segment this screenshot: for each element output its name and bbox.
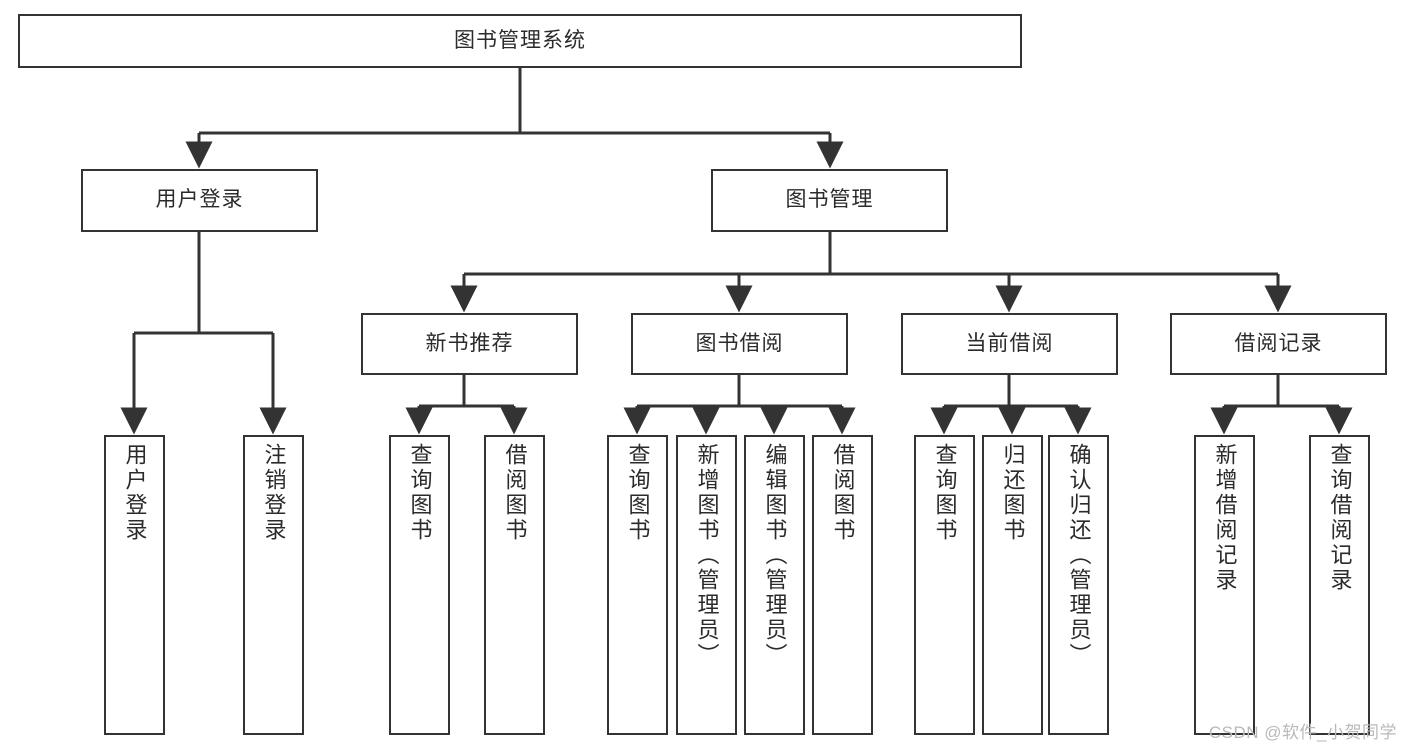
node-leaf-borrow-book-2-label: 借阅图书	[830, 443, 856, 543]
node-user-login-label: 用户登录	[155, 188, 244, 212]
node-leaf-add-book-admin-label: 新增图书（管理员）	[694, 443, 720, 668]
node-leaf-edit-book-admin[interactable]: 编辑图书（管理员）	[744, 435, 805, 735]
node-leaf-query-book-1[interactable]: 查询图书	[389, 435, 450, 735]
node-leaf-query-book-3[interactable]: 查询图书	[914, 435, 975, 735]
node-leaf-borrow-book-1-label: 借阅图书	[502, 443, 528, 543]
csdn-watermark: CSDN @软件_小贺同学	[1208, 723, 1397, 742]
node-leaf-logout[interactable]: 注销登录	[243, 435, 304, 735]
node-leaf-borrow-book-2[interactable]: 借阅图书	[812, 435, 873, 735]
node-current-borrow-label: 当前借阅	[965, 331, 1054, 355]
node-leaf-confirm-return-admin-label: 确认归还（管理员）	[1066, 443, 1092, 668]
node-borrow-record[interactable]: 借阅记录	[1170, 313, 1387, 375]
node-leaf-borrow-book-1[interactable]: 借阅图书	[484, 435, 545, 735]
node-book-manage-label: 图书管理	[785, 188, 874, 212]
node-leaf-user-login-label: 用户登录	[122, 443, 148, 543]
node-borrow-record-label: 借阅记录	[1234, 331, 1323, 355]
node-leaf-query-borrow-record[interactable]: 查询借阅记录	[1309, 435, 1370, 735]
node-book-manage[interactable]: 图书管理	[711, 169, 948, 232]
node-root[interactable]: 图书管理系统	[18, 14, 1022, 68]
node-current-borrow[interactable]: 当前借阅	[901, 313, 1118, 375]
node-leaf-query-book-2-label: 查询图书	[625, 443, 651, 543]
node-leaf-return-book-label: 归还图书	[1000, 443, 1026, 543]
node-leaf-query-borrow-record-label: 查询借阅记录	[1327, 443, 1353, 593]
node-leaf-confirm-return-admin[interactable]: 确认归还（管理员）	[1048, 435, 1109, 735]
node-book-borrow-label: 图书借阅	[695, 331, 784, 355]
node-leaf-logout-label: 注销登录	[261, 443, 287, 543]
node-root-label: 图书管理系统	[454, 28, 586, 52]
node-leaf-query-book-3-label: 查询图书	[932, 443, 958, 543]
node-leaf-add-borrow-record-label: 新增借阅记录	[1212, 443, 1238, 593]
node-leaf-query-book-1-label: 查询图书	[407, 443, 433, 543]
node-leaf-query-book-2[interactable]: 查询图书	[607, 435, 668, 735]
node-leaf-return-book[interactable]: 归还图书	[982, 435, 1043, 735]
node-book-borrow[interactable]: 图书借阅	[631, 313, 848, 375]
node-user-login[interactable]: 用户登录	[81, 169, 318, 232]
node-leaf-add-borrow-record[interactable]: 新增借阅记录	[1194, 435, 1255, 735]
node-leaf-edit-book-admin-label: 编辑图书（管理员）	[762, 443, 788, 668]
node-leaf-user-login[interactable]: 用户登录	[104, 435, 165, 735]
node-new-book-recommend[interactable]: 新书推荐	[361, 313, 578, 375]
node-new-book-recommend-label: 新书推荐	[425, 331, 514, 355]
node-leaf-add-book-admin[interactable]: 新增图书（管理员）	[676, 435, 737, 735]
